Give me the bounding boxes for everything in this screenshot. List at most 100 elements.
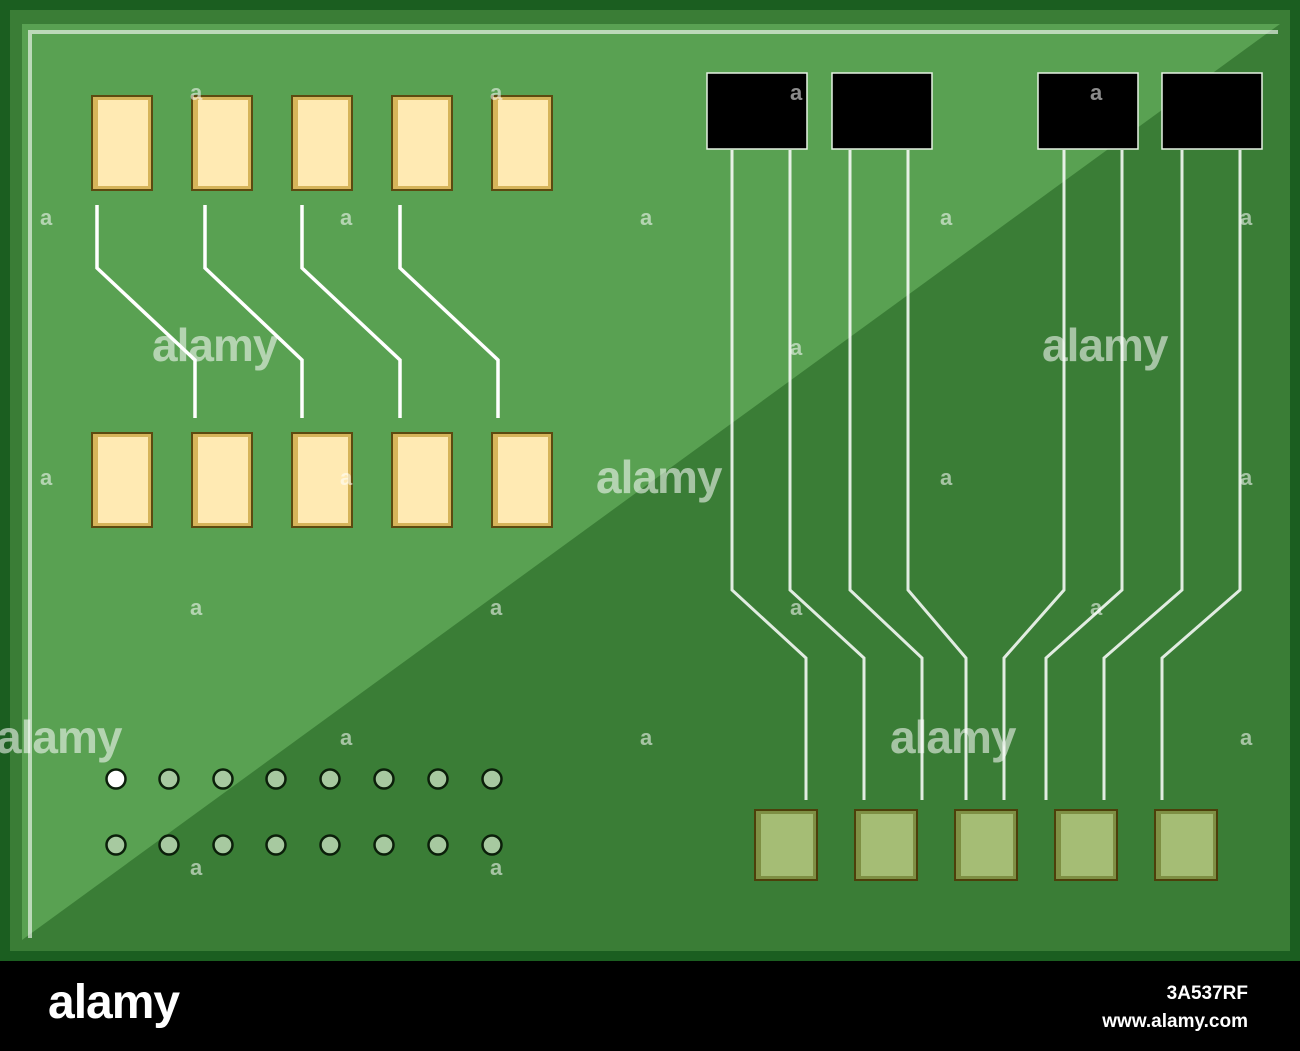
solder-pad [91, 432, 153, 528]
pad-face [761, 814, 813, 876]
solder-pad [91, 95, 153, 191]
watermark-text: alamy [890, 711, 1016, 763]
via-hole [481, 834, 503, 856]
pad-face [398, 437, 448, 523]
pad-face [198, 100, 248, 186]
watermark-letter: a [340, 465, 353, 490]
via-hole [265, 834, 287, 856]
watermark-letter: a [790, 80, 803, 105]
ic-chip [831, 72, 933, 150]
via-hole [373, 834, 395, 856]
via-hole [105, 834, 127, 856]
via-hole [158, 768, 180, 790]
via-hole-grid [105, 768, 503, 856]
solder-pad [854, 809, 918, 881]
pad-group-top-left [91, 95, 553, 528]
watermark-letter: a [1240, 205, 1253, 230]
solder-pad [191, 432, 253, 528]
solder-pad [491, 432, 553, 528]
pad-group-bottom-right [754, 809, 1218, 881]
watermark-text: alamy [596, 451, 722, 503]
ic-chip [1037, 72, 1139, 150]
watermark-letter: a [40, 205, 53, 230]
board-edge-line [28, 30, 1278, 938]
watermark-letter: a [1090, 595, 1103, 620]
via-hole [265, 768, 287, 790]
trace-group-right [730, 150, 1242, 800]
watermark-letter: a [640, 725, 653, 750]
solder-pad [291, 95, 353, 191]
watermark-text: alamy [1042, 319, 1168, 371]
trace-line [95, 205, 197, 418]
watermark-letter: a [940, 465, 953, 490]
solder-pad [191, 95, 253, 191]
solder-pad [391, 432, 453, 528]
footer-image-id: 3A537RF [1166, 983, 1248, 1004]
watermark-letter: a [1240, 725, 1253, 750]
watermark-letter: a [490, 80, 503, 105]
trace-line [788, 150, 866, 800]
pad-face [298, 100, 348, 186]
trace-line [203, 205, 304, 418]
solder-pad [1054, 809, 1118, 881]
watermark-letter: a [1240, 465, 1253, 490]
pad-face [961, 814, 1013, 876]
pad-face [198, 437, 248, 523]
pad-face [498, 437, 548, 523]
pad-face [298, 437, 348, 523]
chip-row [706, 72, 1263, 150]
via-hole [319, 834, 341, 856]
watermark-letter: a [640, 205, 653, 230]
trace-line [906, 150, 968, 800]
solder-pad [754, 809, 818, 881]
watermark-letter: a [940, 205, 953, 230]
pad-face [1161, 814, 1213, 876]
pad-face [1061, 814, 1113, 876]
solder-pad [491, 95, 553, 191]
ic-chip [706, 72, 808, 150]
via-hole [319, 768, 341, 790]
pad-face [398, 100, 448, 186]
circuit-board [0, 0, 1300, 961]
trace-line [1002, 150, 1066, 800]
solder-pad [1154, 809, 1218, 881]
ic-chip [1161, 72, 1263, 150]
via-hole [158, 834, 180, 856]
watermark-letter: a [340, 205, 353, 230]
pad-face [861, 814, 913, 876]
watermark-letter: a [1090, 80, 1103, 105]
watermark-letter: a [190, 595, 203, 620]
solder-pad [954, 809, 1018, 881]
solder-pad [291, 432, 353, 528]
stock-footer-bar: alamy 3A537RF www.alamy.com [0, 961, 1300, 1051]
watermark-letter: a [490, 855, 503, 880]
trace-line [848, 150, 924, 800]
pad-face [498, 100, 548, 186]
footer-logo: alamy [48, 976, 180, 1029]
footer-url: www.alamy.com [1102, 1011, 1248, 1032]
via-hole [105, 768, 127, 790]
watermark-text: alamy [0, 711, 122, 763]
trace-group-left [95, 205, 500, 418]
pad-face [98, 437, 148, 523]
trace-line [1044, 150, 1124, 800]
pad-face [98, 100, 148, 186]
trace-line [1102, 150, 1184, 800]
via-hole [427, 768, 449, 790]
via-hole [481, 768, 503, 790]
via-hole [427, 834, 449, 856]
via-hole [212, 768, 234, 790]
watermark-letter: a [190, 80, 203, 105]
watermark-letter: a [790, 335, 803, 360]
solder-pad [391, 95, 453, 191]
trace-line [398, 205, 500, 418]
via-hole [373, 768, 395, 790]
board-highlight [22, 24, 1280, 940]
trace-line [1160, 150, 1242, 800]
via-hole [212, 834, 234, 856]
watermark-letter: a [790, 595, 803, 620]
watermark-text: alamy [152, 319, 278, 371]
trace-line [300, 205, 402, 418]
watermark-letter: a [490, 595, 503, 620]
